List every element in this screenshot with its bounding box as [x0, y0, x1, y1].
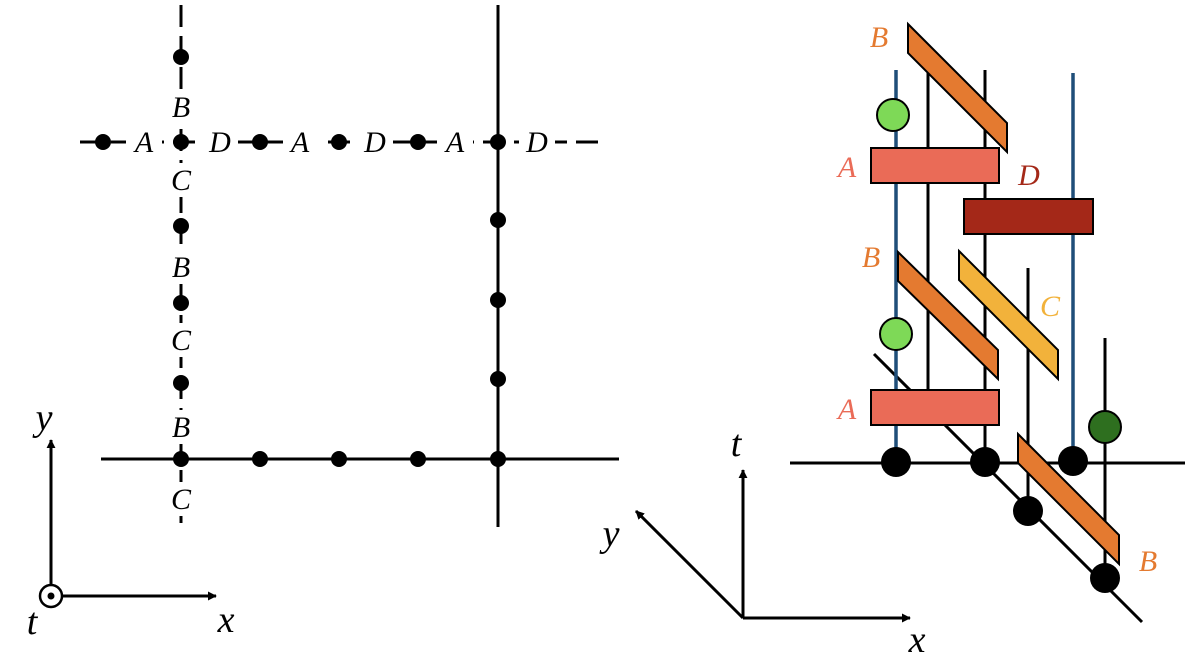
edge-label-vertical: B — [172, 411, 190, 444]
edge-label-horizontal: A — [133, 126, 154, 159]
gate-label-A-lower: A — [836, 393, 857, 426]
gate-A-lower — [870, 389, 1000, 426]
edge-label-horizontal: A — [444, 126, 465, 159]
gate-label-D: D — [1017, 159, 1040, 192]
base-qubit — [1058, 446, 1088, 476]
lattice-node — [331, 451, 347, 467]
lattice-node — [173, 134, 189, 150]
lattice-node — [95, 134, 111, 150]
gate-D — [963, 198, 1094, 235]
gate-B-middle — [897, 249, 999, 382]
lattice-node — [331, 134, 347, 150]
gate-label-B-middle: B — [862, 241, 880, 274]
lattice-node — [490, 451, 506, 467]
lattice-node — [490, 371, 506, 387]
gate-label-B-top: B — [870, 21, 888, 54]
edge-label-vertical: C — [171, 164, 192, 197]
edge-label-horizontal: D — [363, 126, 386, 159]
gate-A-upper — [870, 147, 1000, 184]
lattice-node — [173, 451, 189, 467]
gate-label-B-bottom: B — [1139, 545, 1157, 578]
ancilla-dark-green — [1088, 410, 1122, 444]
edge-label-vertical: B — [172, 251, 190, 284]
lattice-2d-panel: A D A D A D B C B C B C y x t — [27, 5, 619, 643]
edge-label-horizontal: D — [525, 126, 548, 159]
ancilla-light-green — [879, 317, 913, 351]
lattice-node — [410, 451, 426, 467]
lattice-node — [173, 295, 189, 311]
right-axes: t y x — [599, 423, 926, 661]
lattice-node — [410, 134, 426, 150]
edge-label-horizontal: D — [208, 126, 231, 159]
lattice-node — [173, 218, 189, 234]
base-qubit — [1090, 563, 1120, 593]
axis-label-y: y — [599, 513, 620, 555]
lattice-node — [173, 49, 189, 65]
lattice-node — [490, 292, 506, 308]
lattice-node — [252, 134, 268, 150]
axis-label-x: x — [908, 619, 926, 661]
base-qubit — [1013, 496, 1043, 526]
lattice-node — [173, 375, 189, 391]
gate-label-C: C — [1040, 290, 1061, 323]
t-out-of-page-dot-icon — [47, 592, 55, 600]
edge-label-vertical: C — [171, 324, 192, 357]
axis-label-y: y — [32, 397, 53, 439]
gate-B-top — [907, 21, 1008, 155]
edge-label-vertical: B — [172, 91, 190, 124]
gate-C — [958, 248, 1059, 382]
base-qubit — [881, 447, 911, 477]
axis-label-x: x — [217, 599, 235, 641]
ancilla-light-green — [876, 98, 910, 132]
edge-label-horizontal: A — [289, 126, 310, 159]
axis-label-t: t — [731, 423, 743, 465]
gate-label-A-upper: A — [836, 151, 857, 184]
spacetime-circuit-panel: B A D B C A B t y x — [599, 21, 1185, 661]
left-axes: y x t — [27, 397, 235, 643]
lattice-node — [252, 451, 268, 467]
lattice-node — [490, 134, 506, 150]
base-qubit — [970, 447, 1000, 477]
gate-B-bottom — [1017, 431, 1120, 567]
axis-label-t: t — [27, 601, 39, 643]
edge-label-vertical: C — [171, 483, 192, 516]
lattice-node — [490, 212, 506, 228]
y-axis-arrow — [634, 509, 745, 620]
